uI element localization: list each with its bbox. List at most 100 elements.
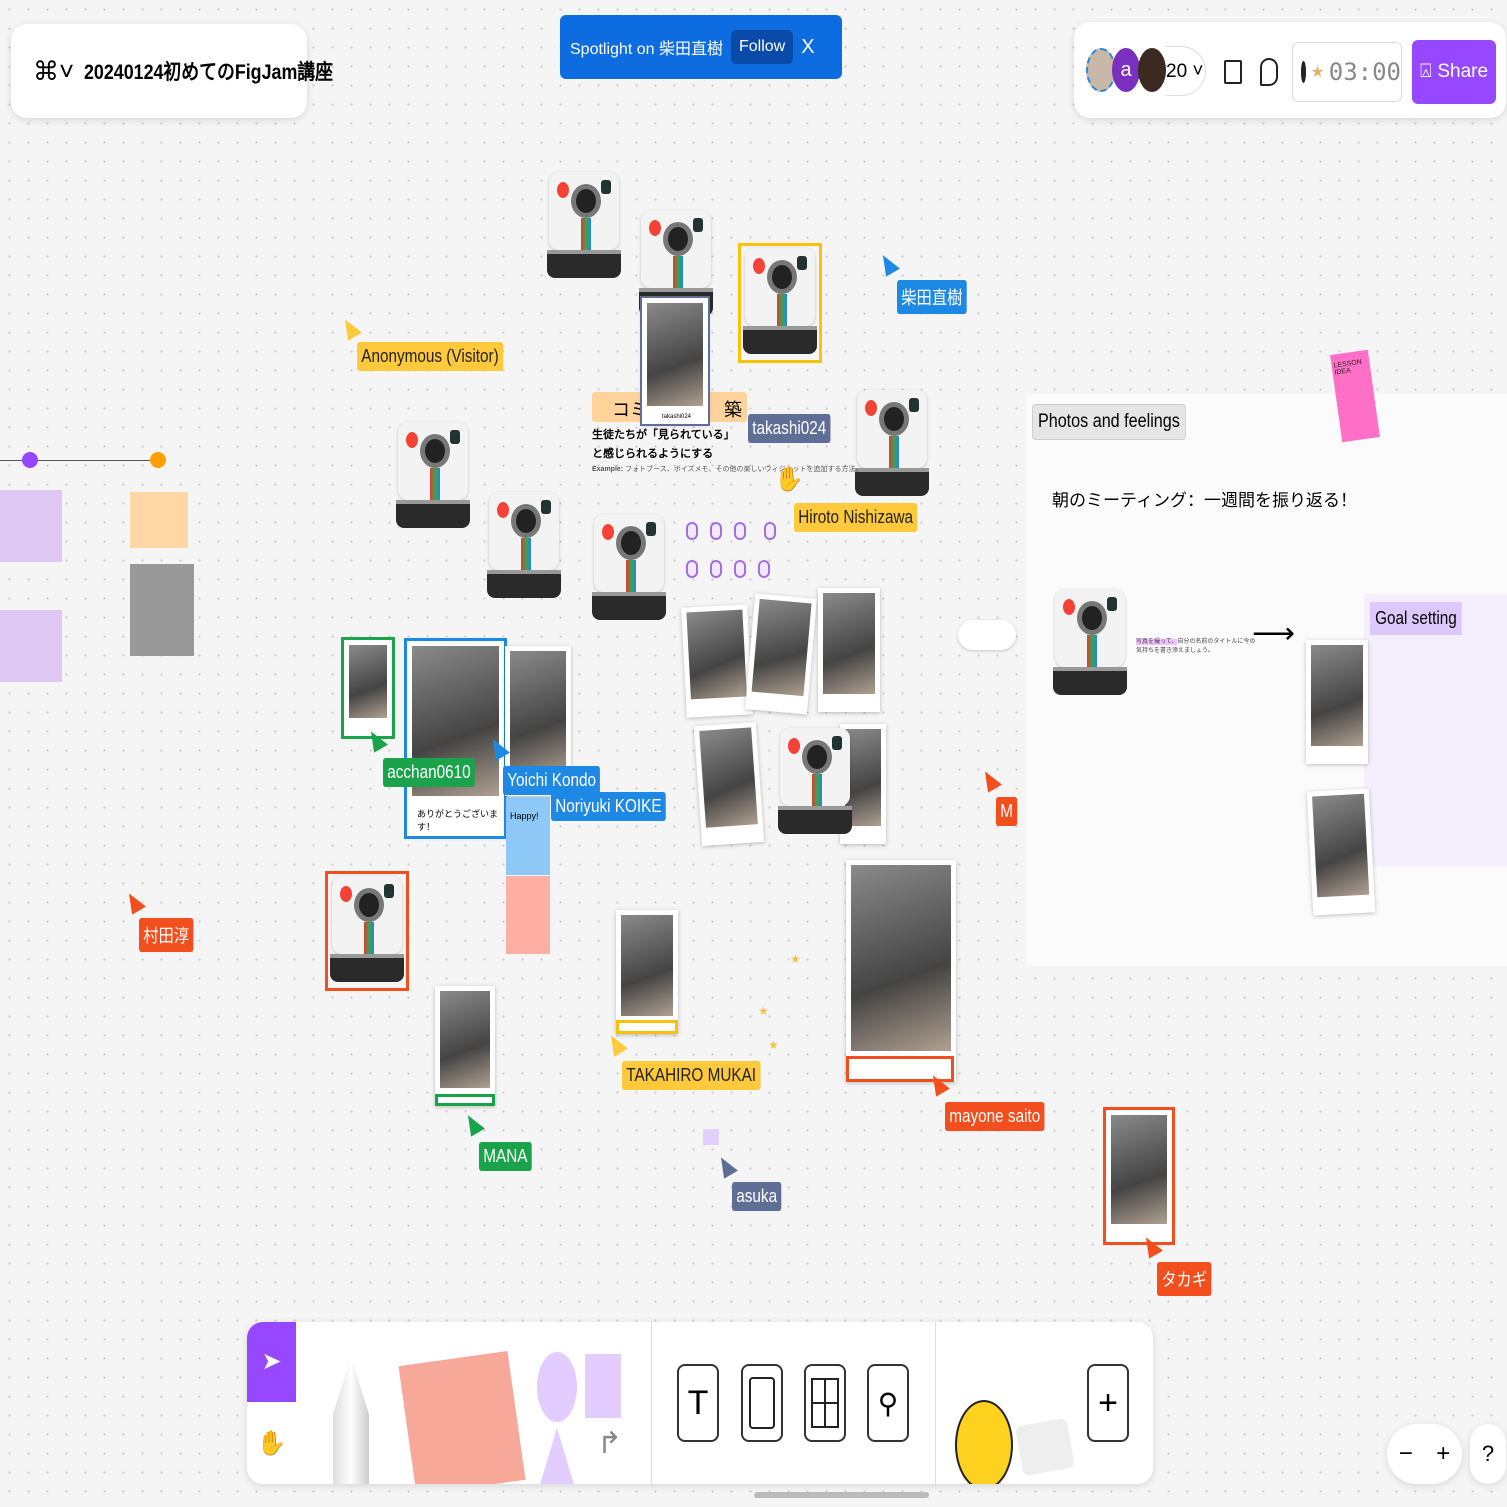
cursor-arrow-icon xyxy=(978,767,1002,793)
photo[interactable] xyxy=(616,910,678,1034)
photo[interactable]: ありがとうございます！ xyxy=(404,638,507,839)
star-icon: ★ xyxy=(1310,64,1325,81)
emoji-sticker-tool[interactable] xyxy=(955,1400,1013,1484)
photo[interactable] xyxy=(846,860,956,1082)
widget-pack-tool[interactable] xyxy=(1015,1417,1075,1477)
photo[interactable] xyxy=(693,721,765,847)
zoom-in-button[interactable]: + xyxy=(1436,1440,1451,1467)
sticky-note-pink[interactable] xyxy=(506,876,550,954)
photo-booth-camera-selected[interactable] xyxy=(738,243,822,363)
sticky-note-tool[interactable] xyxy=(398,1350,526,1484)
photo-caption: ありがとうございます！ xyxy=(417,809,499,832)
hand-cursor-icon: ✋ xyxy=(774,466,804,493)
photo[interactable] xyxy=(1103,1107,1175,1245)
hand-tool-button[interactable]: ✋ xyxy=(256,1430,287,1457)
section-tool-button[interactable] xyxy=(741,1364,783,1442)
divider xyxy=(935,1322,936,1484)
table-tool-button[interactable] xyxy=(804,1364,846,1442)
photo-takashi[interactable]: takashi024 xyxy=(640,296,710,426)
cursor-label: タカギ xyxy=(1157,1262,1212,1296)
divider xyxy=(651,1322,652,1484)
cursor-label: 村田淳 xyxy=(139,918,194,952)
task-title-line-2: と感じられるようにする xyxy=(592,448,714,460)
photo[interactable] xyxy=(1306,640,1368,764)
sticky-note-small[interactable] xyxy=(703,1129,719,1145)
voice-memo-icon[interactable] xyxy=(734,560,746,578)
photo-booth-camera[interactable] xyxy=(547,172,621,282)
avatar-user[interactable] xyxy=(1138,48,1166,92)
section-icon xyxy=(749,1377,775,1429)
stamp-tool-button[interactable]: ⚲ xyxy=(867,1364,909,1442)
section-title[interactable]: Photos and feelings xyxy=(1032,404,1186,440)
voice-memo-icon[interactable] xyxy=(710,560,722,578)
star-decoration: ★ xyxy=(758,1004,769,1018)
horizontal-scrollbar[interactable] xyxy=(754,1492,929,1498)
voice-memo-icon[interactable] xyxy=(686,560,698,578)
photo-booth-camera[interactable] xyxy=(487,492,561,602)
select-tool-button[interactable]: ➤ xyxy=(247,1322,296,1402)
marker-tool[interactable] xyxy=(333,1356,369,1484)
spotlight-label: Spotlight on 柴田直樹 xyxy=(570,41,723,58)
avatar-self[interactable] xyxy=(1086,48,1116,92)
task-header-text: コミ xyxy=(612,400,648,420)
cursor-label: TAKAHIRO MUKAI xyxy=(622,1061,761,1090)
shape-icon[interactable] xyxy=(1260,58,1278,86)
photo-booth-camera[interactable] xyxy=(855,390,929,500)
voice-memo-widget[interactable] xyxy=(958,620,1016,650)
cursor-label: Yoichi Kondo xyxy=(503,766,601,795)
bottom-toolbar: ➤ ✋ ↱ T ⚲ + xyxy=(247,1322,1153,1484)
timer-widget[interactable]: ★ 03:00 xyxy=(1292,42,1402,102)
instruction-highlight: 写真を撮って、 xyxy=(1136,639,1178,645)
photo[interactable] xyxy=(1306,788,1376,916)
sticky-note-blue[interactable]: Happy! xyxy=(506,797,550,875)
photo[interactable] xyxy=(681,604,753,718)
text-tool-button[interactable]: T xyxy=(677,1364,719,1442)
photo-booth-camera[interactable] xyxy=(592,514,666,624)
photo-booth-camera[interactable] xyxy=(1053,589,1127,699)
photo-caption: takashi024 xyxy=(662,414,692,420)
task-header-text-2: 築 xyxy=(724,400,742,420)
close-spotlight-button[interactable]: X xyxy=(801,35,815,58)
photo[interactable] xyxy=(341,637,395,739)
layout-icon[interactable] xyxy=(1224,60,1242,84)
star-decoration: ★ xyxy=(790,952,801,966)
photo-booth-camera-selected[interactable] xyxy=(325,871,409,991)
text-tool-label: T xyxy=(687,1383,709,1422)
cursor-arrow-icon xyxy=(604,1031,628,1057)
shape-tool-square[interactable] xyxy=(585,1354,621,1418)
voice-memo-icon[interactable] xyxy=(710,522,722,540)
photo[interactable] xyxy=(745,593,817,715)
photo-booth-camera[interactable] xyxy=(396,422,470,532)
voice-memo-icon[interactable] xyxy=(758,560,770,578)
connector-tool[interactable]: ↱ xyxy=(597,1427,623,1460)
more-tools-button[interactable]: + xyxy=(1087,1364,1129,1442)
avatar-a[interactable]: a xyxy=(1112,48,1140,92)
sticker-text: LESSON IDEA xyxy=(1333,358,1363,377)
cursor-label: MANA xyxy=(479,1142,532,1171)
file-title[interactable]: 20240124初めてのFigJam講座 xyxy=(84,61,334,84)
voice-memo-icon[interactable] xyxy=(686,522,698,540)
figma-menu-icon[interactable]: ⌘˅ xyxy=(33,55,75,86)
cursor-label: Anonymous (Visitor) xyxy=(357,342,503,371)
photo[interactable] xyxy=(435,986,495,1106)
photo[interactable] xyxy=(818,588,880,712)
caption-box xyxy=(846,1056,954,1082)
spotlight-banner: Spotlight on 柴田直樹 Follow X xyxy=(560,15,842,79)
timeline-card xyxy=(0,610,62,682)
photo-booth-camera[interactable] xyxy=(778,728,852,838)
zoom-out-button[interactable]: − xyxy=(1398,1440,1413,1467)
cursor-label: 柴田直樹 xyxy=(897,280,967,314)
voice-memo-icon[interactable] xyxy=(764,522,776,540)
collaborator-count[interactable]: 20 ˅ xyxy=(1166,46,1206,96)
voice-memo-icon[interactable] xyxy=(734,522,746,540)
goal-title[interactable]: Goal setting xyxy=(1370,602,1462,635)
timer-display: 03:00 xyxy=(1328,58,1401,86)
cursor-label: takashi024 xyxy=(748,414,831,443)
shape-tool-triangle[interactable] xyxy=(539,1428,575,1484)
shape-tool-circle[interactable] xyxy=(537,1352,577,1422)
follow-button[interactable]: Follow xyxy=(730,30,794,64)
arrow-connector: ⟶ xyxy=(1252,617,1296,650)
help-button[interactable]: ? xyxy=(1470,1424,1506,1484)
timeline-dot xyxy=(150,452,166,468)
share-button[interactable]: ⍓Share xyxy=(1412,40,1496,104)
